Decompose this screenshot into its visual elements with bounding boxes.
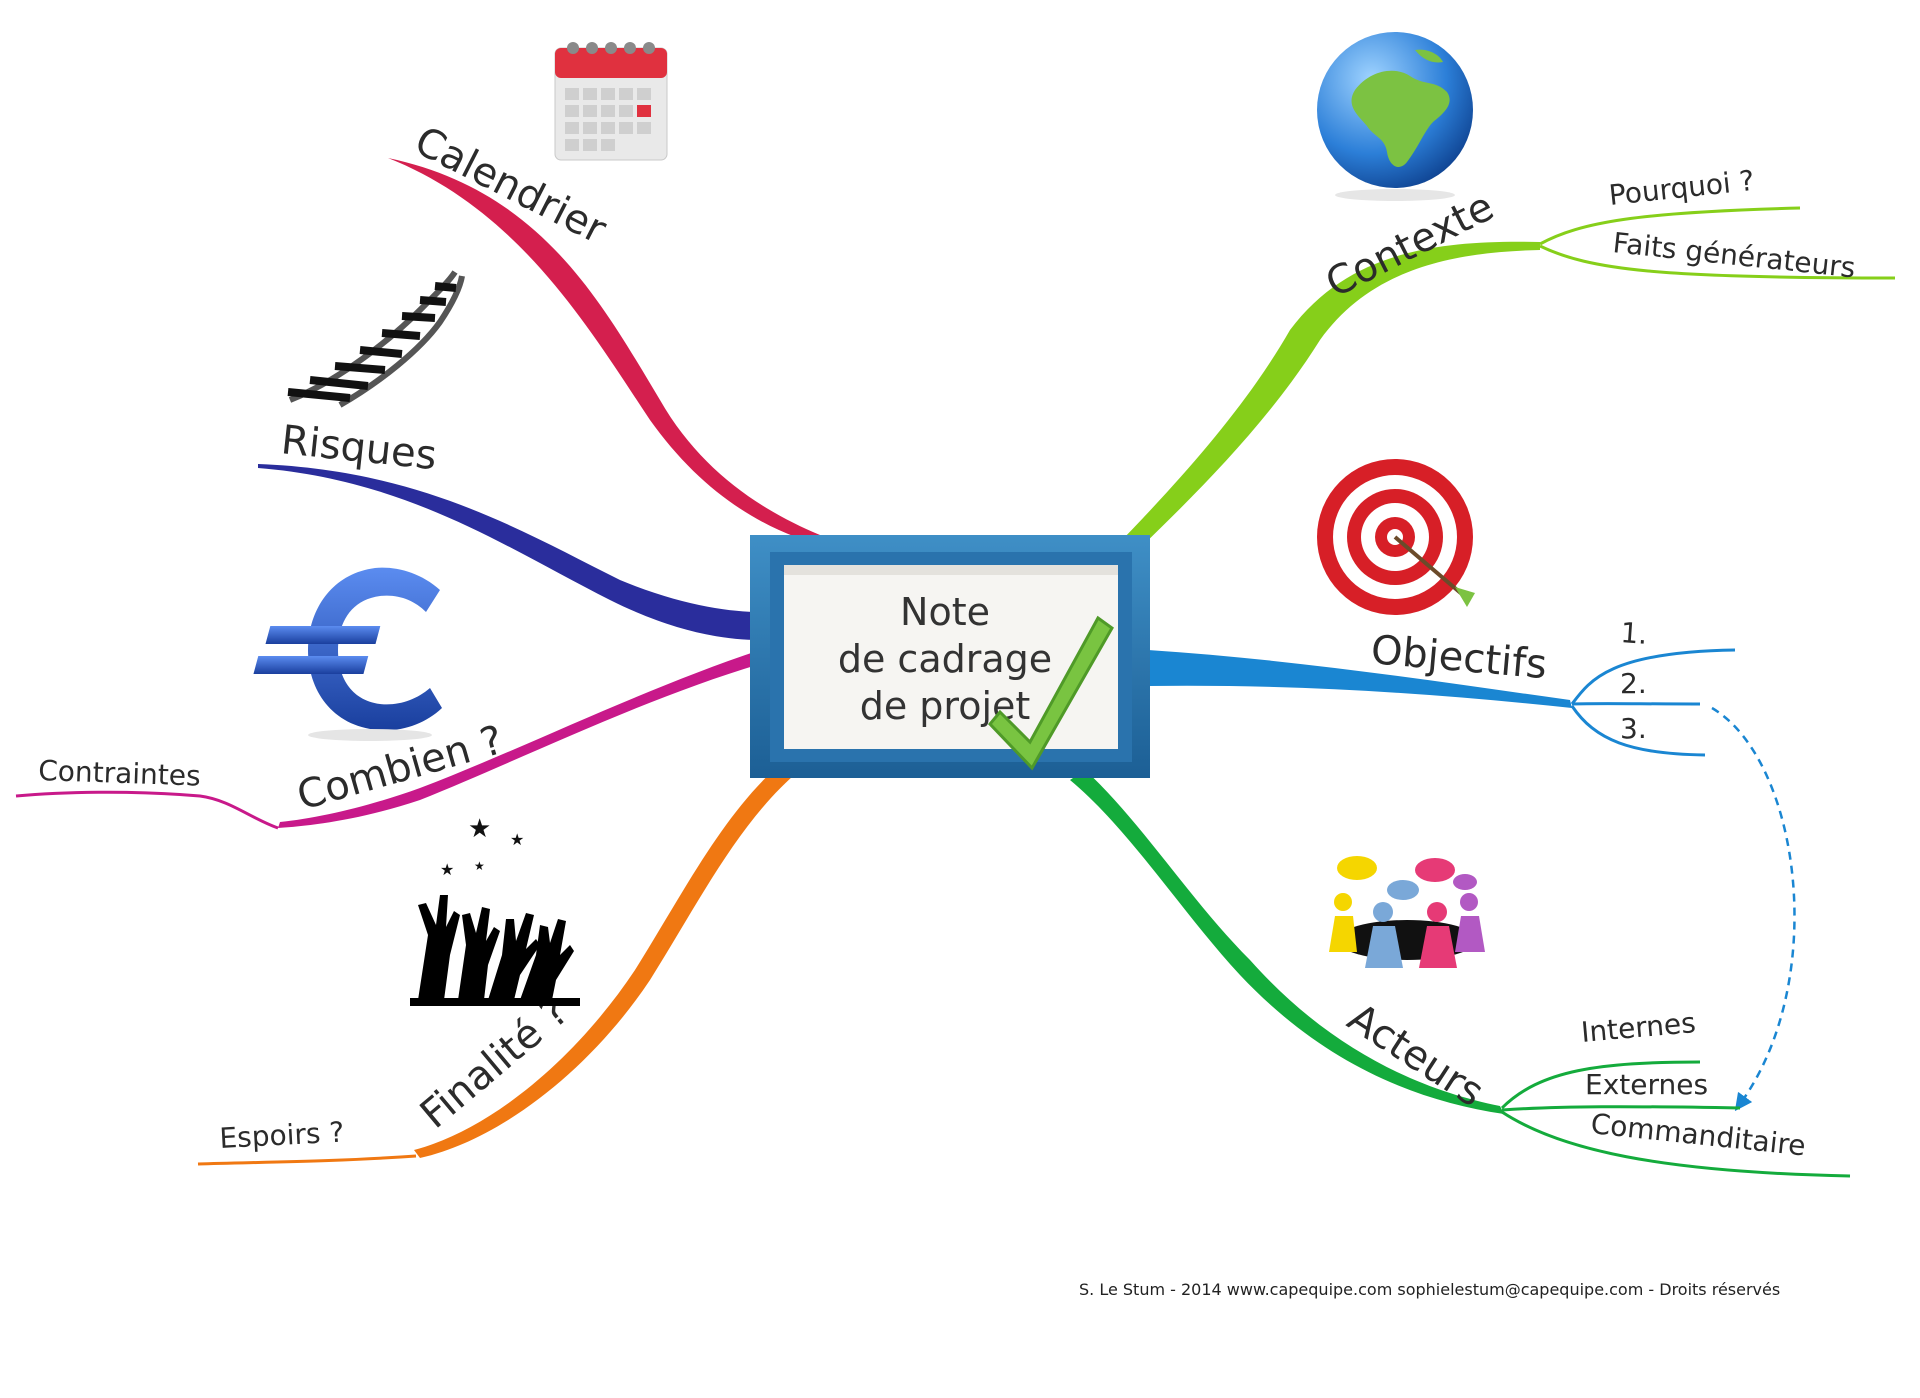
checkmark-icon bbox=[987, 615, 1114, 771]
central-title-line-1: Note bbox=[900, 590, 990, 634]
central-panel bbox=[784, 565, 1118, 749]
target-icon bbox=[1317, 459, 1475, 615]
raised-hands-stars-icon: ★ ★ ★ ★ bbox=[410, 814, 580, 1006]
sub-branch-line bbox=[1501, 1105, 1741, 1112]
calendar-icon bbox=[554, 42, 668, 161]
branch-line bbox=[414, 760, 800, 1158]
branch-calendrier: Calendrier bbox=[388, 118, 830, 548]
euro-icon bbox=[253, 567, 442, 741]
svg-text:★: ★ bbox=[440, 860, 454, 879]
sub-branch-line bbox=[1570, 648, 1736, 705]
sub-branch-line bbox=[1500, 1060, 1701, 1110]
sub-label-contraintes: Contraintes bbox=[38, 754, 201, 793]
central-title-line-2: de cadrage bbox=[838, 637, 1052, 681]
sub-branch-line bbox=[1539, 206, 1801, 246]
branch-line bbox=[1148, 650, 1572, 708]
svg-text:★: ★ bbox=[468, 814, 491, 844]
svg-text:★: ★ bbox=[474, 859, 485, 873]
sub-label-commanditaire: Commanditaire bbox=[1589, 1107, 1807, 1162]
sub-label-espoirs: Espoirs ? bbox=[219, 1116, 345, 1155]
branch-line bbox=[278, 650, 760, 828]
sub-label-2: 2. bbox=[1620, 667, 1647, 700]
sub-label-3: 3. bbox=[1620, 712, 1647, 745]
branch-line bbox=[388, 158, 830, 548]
sub-label-pourquoi: Pourquoi ? bbox=[1607, 164, 1756, 212]
branch-acteurs: Acteurs Internes Externes Commanditaire bbox=[1070, 770, 1851, 1178]
central-node: Note de cadrage de projet bbox=[750, 535, 1150, 778]
sub-branch-line bbox=[1501, 1110, 1851, 1178]
dashed-link bbox=[1711, 706, 1796, 1112]
footer-credits: S. Le Stum - 2014 www.capequipe.com soph… bbox=[1079, 1280, 1781, 1299]
sub-branch-line bbox=[15, 790, 279, 830]
branch-line bbox=[258, 464, 760, 640]
railway-track-icon bbox=[287, 270, 465, 408]
sub-label-externes: Externes bbox=[1585, 1068, 1708, 1101]
sub-branch-line bbox=[1570, 705, 1706, 757]
globe-icon bbox=[1317, 32, 1473, 201]
sub-label-1: 1. bbox=[1620, 616, 1649, 651]
people-talking-icon bbox=[1329, 856, 1485, 968]
branch-objectifs: Objectifs 1. 2. 3. bbox=[1148, 616, 1796, 1112]
branch-contexte: Contexte Pourquoi ? Faits générateurs bbox=[1120, 164, 1896, 548]
sub-label-internes: Internes bbox=[1580, 1006, 1697, 1049]
branch-line bbox=[1070, 770, 1504, 1114]
branch-finalite: Finalité ? Espoirs ? bbox=[197, 760, 800, 1166]
branch-line bbox=[1120, 241, 1540, 548]
svg-text:★: ★ bbox=[510, 830, 524, 849]
sub-branch-line bbox=[197, 1154, 417, 1166]
branch-combien: Combien ? Contraintes bbox=[15, 650, 760, 830]
sub-branch-line bbox=[1539, 244, 1896, 280]
